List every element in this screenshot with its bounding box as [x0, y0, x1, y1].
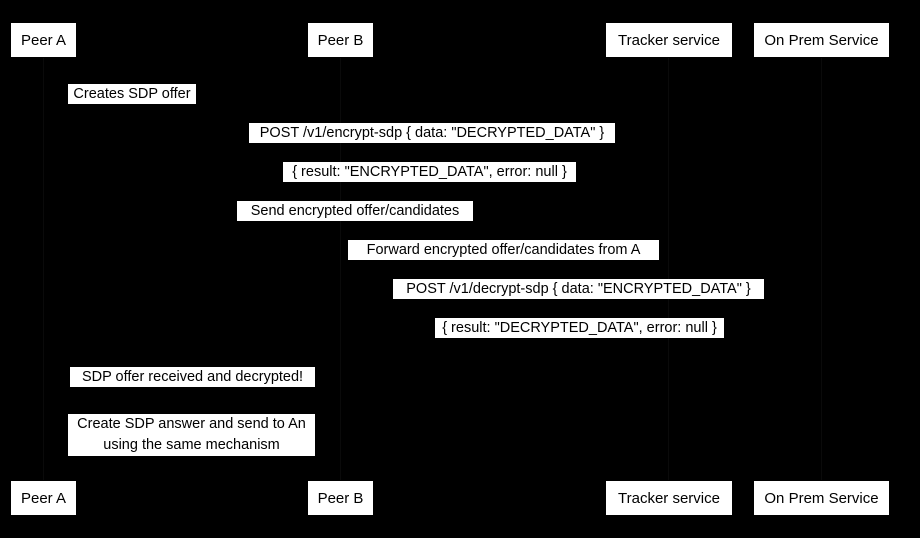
- participant-header-tracker-service-label: Tracker service: [618, 31, 720, 49]
- message-create-sdp-answer-line-1: Create SDP answer and send to An: [77, 416, 306, 432]
- lifeline-tracker-service: [668, 58, 669, 480]
- message-send-encrypted-offer: Send encrypted offer/candidates: [237, 201, 473, 221]
- message-sdp-offer-received: SDP offer received and decrypted!: [70, 367, 315, 387]
- participant-header-on-prem-service[interactable]: On Prem Service: [753, 22, 890, 58]
- participant-header-peer-a-label: Peer A: [20, 31, 67, 49]
- message-post-decrypt-sdp: POST /v1/decrypt-sdp { data: "ENCRYPTED_…: [393, 279, 764, 299]
- participant-footer-tracker-service-label: Tracker service: [618, 489, 720, 507]
- participant-header-tracker-service[interactable]: Tracker service: [605, 22, 733, 58]
- lifeline-on-prem-service: [821, 58, 822, 480]
- lifeline-peer-b: [340, 58, 341, 480]
- participant-footer-peer-a[interactable]: Peer A: [10, 480, 77, 516]
- message-encrypt-sdp-result: { result: "ENCRYPTED_DATA", error: null …: [283, 162, 576, 182]
- participant-header-peer-b-label: Peer B: [317, 31, 364, 49]
- lifeline-peer-a: [43, 58, 44, 480]
- message-creates-sdp-offer: Creates SDP offer: [68, 84, 196, 104]
- participant-footer-peer-b-label: Peer B: [317, 489, 364, 507]
- participant-footer-on-prem-service[interactable]: On Prem Service: [753, 480, 890, 516]
- message-create-sdp-answer: Create SDP answer and send to An using t…: [68, 414, 315, 456]
- message-post-encrypt-sdp: POST /v1/encrypt-sdp { data: "DECRYPTED_…: [249, 123, 615, 143]
- participant-header-on-prem-service-label: On Prem Service: [764, 31, 879, 49]
- participant-footer-peer-a-label: Peer A: [20, 489, 67, 507]
- message-forward-encrypted-offer: Forward encrypted offer/candidates from …: [348, 240, 659, 260]
- participant-header-peer-b[interactable]: Peer B: [307, 22, 374, 58]
- participant-footer-peer-b[interactable]: Peer B: [307, 480, 374, 516]
- participant-footer-tracker-service[interactable]: Tracker service: [605, 480, 733, 516]
- participant-header-peer-a[interactable]: Peer A: [10, 22, 77, 58]
- participant-footer-on-prem-service-label: On Prem Service: [764, 489, 879, 507]
- message-create-sdp-answer-line-2: using the same mechanism: [103, 437, 280, 453]
- message-decrypt-sdp-result: { result: "DECRYPTED_DATA", error: null …: [435, 318, 724, 338]
